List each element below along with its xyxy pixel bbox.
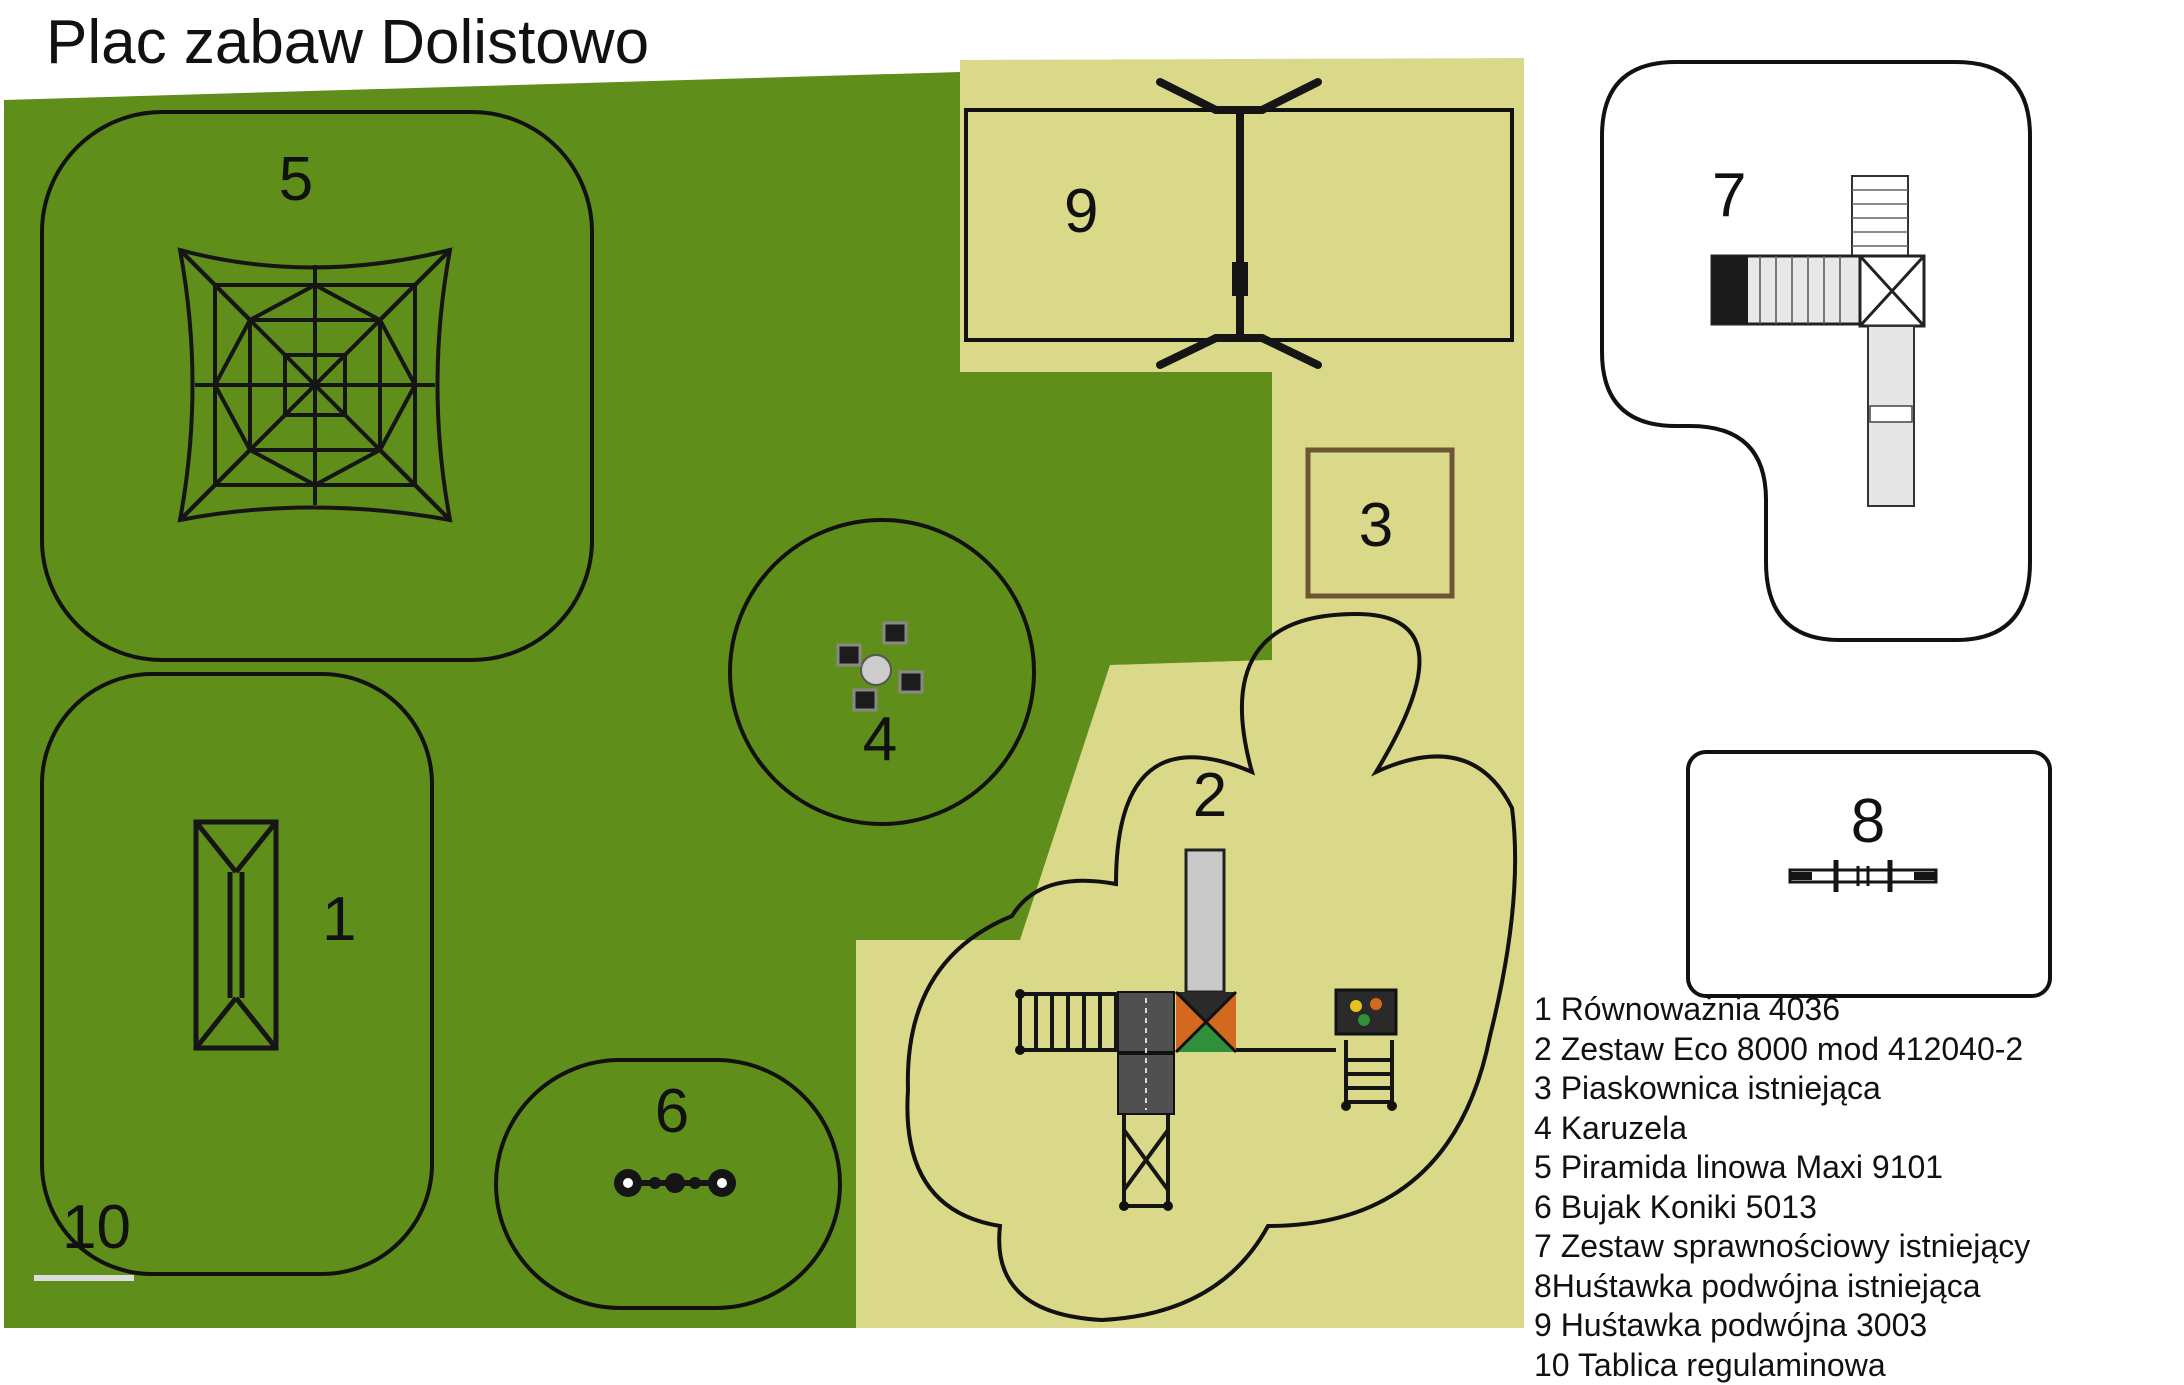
zone-7-number: 7 [1712,161,1746,230]
legend-item: 6 Bujak Koniki 5013 [1534,1188,2030,1228]
legend: 1 Równoważnia 4036 2 Zestaw Eco 8000 mod… [1534,990,2030,1385]
legend-item: 7 Zestaw sprawnościowy istniejący [1534,1227,2030,1267]
zone-1-number: 1 [322,885,356,954]
legend-item: 10 Tablica regulaminowa [1534,1346,2030,1385]
legend-item: 8Huśtawka podwójna istniejąca [1534,1267,2030,1307]
zone-3-number: 3 [1359,491,1393,560]
zone-8-number: 8 [1851,787,1885,856]
legend-item: 4 Karuzela [1534,1109,2030,1149]
zone-9-number: 9 [1064,177,1098,246]
zone-10-number: 10 [62,1193,131,1262]
zone-8-double-swing: 8 [1688,752,2050,996]
legend-item: 3 Piaskownica istniejąca [1534,1069,2030,1109]
legend-item: 2 Zestaw Eco 8000 mod 412040-2 [1534,1030,2030,1070]
legend-item: 1 Równoważnia 4036 [1534,990,2030,1030]
legend-item: 5 Piramida linowa Maxi 9101 [1534,1148,2030,1188]
zone-4-number: 4 [863,705,897,774]
zone-7-fitness-set: 7 [1602,62,2030,640]
zone-5-number: 5 [279,145,313,214]
zone-2-number: 2 [1193,761,1227,830]
zone-6-number: 6 [655,1077,689,1146]
legend-item: 9 Huśtawka podwójna 3003 [1534,1306,2030,1346]
